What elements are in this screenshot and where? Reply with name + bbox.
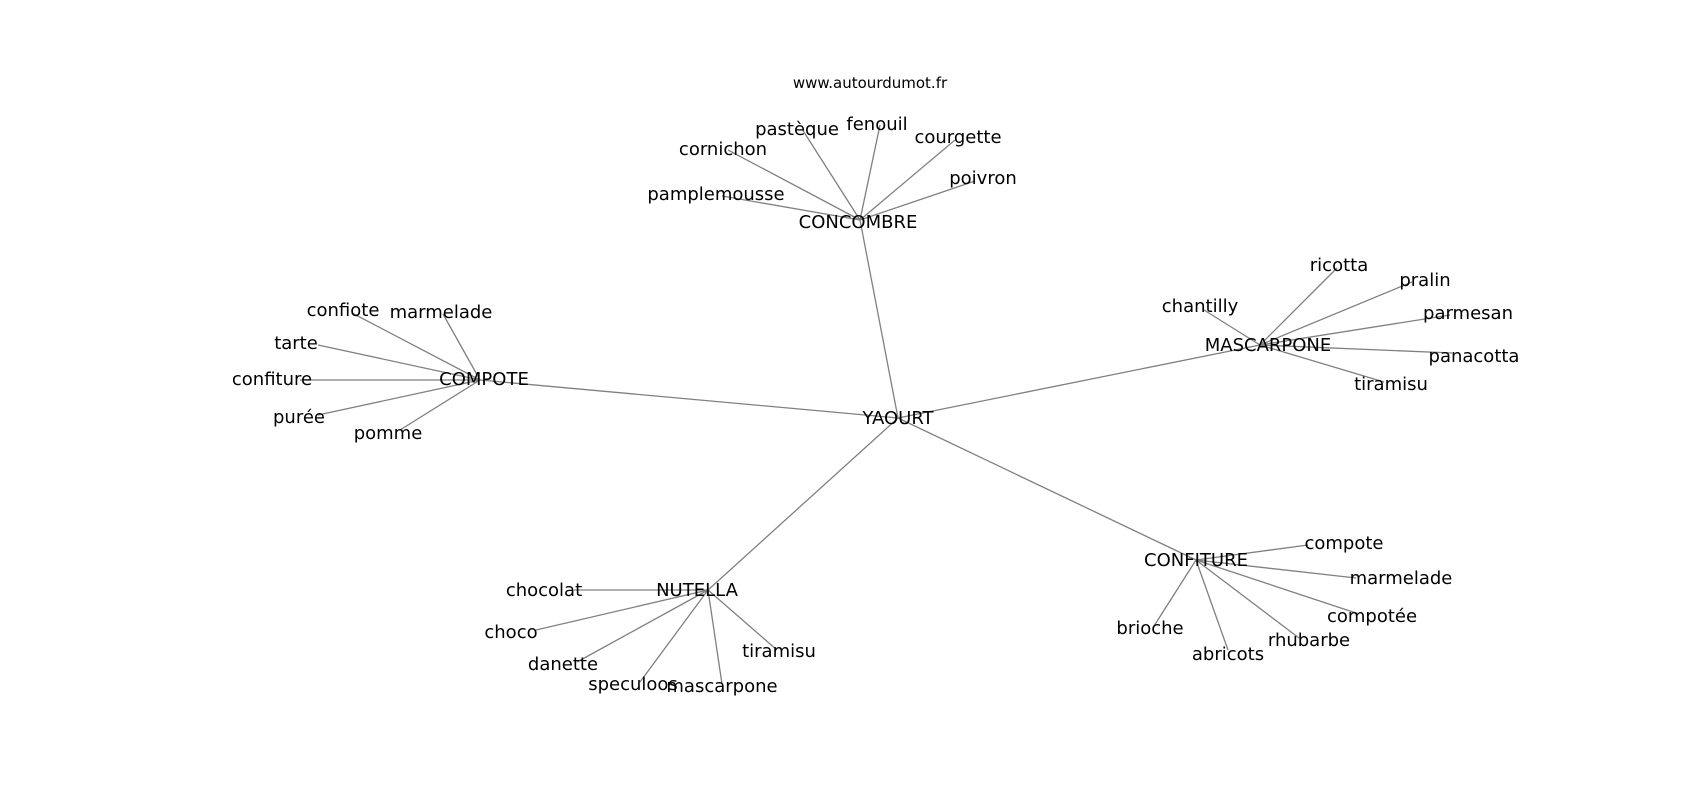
hub-node: MASCARPONE bbox=[1205, 335, 1332, 356]
center-hub-edge bbox=[707, 417, 899, 591]
cluster-concombre: CONCOMBRE pamplemousse cornichon pastèqu… bbox=[647, 114, 1016, 233]
hub-leaf-edge bbox=[721, 195, 861, 221]
leaf-node: abricots bbox=[1192, 644, 1264, 665]
hub-leaf-edge bbox=[1195, 559, 1300, 639]
cluster-confiture: CONFITURE compote marmelade compotée rhu… bbox=[1116, 533, 1452, 665]
hub-leaf-edge bbox=[399, 379, 481, 431]
leaf-node: speculoos bbox=[588, 674, 678, 695]
leaf-node: danette bbox=[528, 654, 598, 675]
hub-leaf-edge bbox=[1259, 344, 1453, 354]
leaf-node: mascarpone bbox=[666, 676, 777, 697]
hub-leaf-edge bbox=[1195, 559, 1229, 651]
leaf-node: tarte bbox=[274, 333, 318, 354]
center-hub-edge bbox=[859, 219, 899, 419]
center-hub-edge bbox=[897, 344, 1261, 419]
leaf-node: choco bbox=[484, 622, 537, 643]
leaf-node: rhubarbe bbox=[1268, 630, 1350, 651]
leaf-node: compotée bbox=[1327, 606, 1417, 627]
hub-node: COMPOTE bbox=[439, 369, 529, 390]
leaf-node: pomme bbox=[354, 423, 423, 444]
leaf-node: poivron bbox=[949, 168, 1017, 189]
hub-leaf-edge bbox=[1203, 309, 1261, 346]
hub-node: CONCOMBRE bbox=[799, 212, 918, 233]
leaf-node: purée bbox=[273, 407, 325, 428]
leaf-node: confiote bbox=[307, 300, 380, 321]
leaf-node: ricotta bbox=[1310, 255, 1368, 276]
leaf-node: fenouil bbox=[846, 114, 907, 135]
leaf-node: compote bbox=[1304, 533, 1383, 554]
hub-leaf-edge bbox=[576, 589, 709, 663]
hub-leaf-edge bbox=[1195, 544, 1309, 561]
leaf-node: marmelade bbox=[1350, 568, 1453, 589]
graph-edges bbox=[300, 124, 1453, 685]
hub-leaf-edge bbox=[707, 589, 778, 651]
leaf-node: confiture bbox=[232, 369, 312, 390]
leaf-node: parmesan bbox=[1423, 303, 1513, 324]
hub-leaf-edge bbox=[707, 589, 723, 685]
hub-leaf-edge bbox=[317, 379, 481, 416]
hub-leaf-edge bbox=[442, 313, 481, 381]
cluster-compote: COMPOTE confiote marmelade tarte confitu… bbox=[232, 300, 529, 444]
hub-leaf-edge bbox=[1153, 559, 1197, 627]
leaf-node: panacotta bbox=[1429, 346, 1520, 367]
leaf-node: tiramisu bbox=[1354, 374, 1428, 395]
hub-leaf-edge bbox=[1259, 267, 1338, 346]
leaf-node: chocolat bbox=[506, 580, 582, 601]
leaf-node: tiramisu bbox=[742, 641, 816, 662]
leaf-node: pralin bbox=[1399, 270, 1450, 291]
center-hub-edge bbox=[479, 379, 899, 419]
hub-leaf-edge bbox=[1259, 281, 1413, 346]
hub-leaf-edge bbox=[1195, 559, 1357, 579]
leaf-node: cornichon bbox=[679, 139, 767, 160]
leaf-node: courgette bbox=[914, 127, 1001, 148]
hub-node: CONFITURE bbox=[1144, 550, 1248, 571]
hub-leaf-edge bbox=[1195, 559, 1360, 615]
cluster-nutella: NUTELLA chocolat choco danette speculoos… bbox=[484, 580, 816, 697]
hub-leaf-edge bbox=[535, 589, 709, 631]
hub-leaf-edge bbox=[727, 149, 861, 221]
hub-leaf-edge bbox=[351, 312, 481, 381]
leaf-node: marmelade bbox=[390, 302, 493, 323]
center-hub-edge bbox=[897, 417, 1197, 561]
hub-leaf-edge bbox=[317, 344, 481, 381]
leaf-node: brioche bbox=[1116, 618, 1183, 639]
leaf-node: pamplemousse bbox=[647, 184, 784, 205]
site-label: www.autourdumot.fr bbox=[793, 74, 948, 92]
hub-node: NUTELLA bbox=[656, 580, 738, 601]
cluster-mascarpone: MASCARPONE chantilly ricotta pralin parm… bbox=[1162, 255, 1520, 395]
hub-leaf-edge bbox=[1259, 314, 1451, 346]
hub-leaf-edge bbox=[639, 589, 709, 683]
hub-leaf-edge bbox=[859, 180, 976, 221]
hub-leaf-edge bbox=[1259, 344, 1385, 383]
hub-leaf-edge bbox=[859, 124, 881, 221]
leaf-node: pastèque bbox=[755, 119, 839, 140]
center-node: YAOURT bbox=[861, 408, 934, 429]
leaf-node: chantilly bbox=[1162, 296, 1239, 317]
hub-leaf-edge bbox=[859, 139, 956, 221]
hub-leaf-edge bbox=[801, 128, 861, 221]
